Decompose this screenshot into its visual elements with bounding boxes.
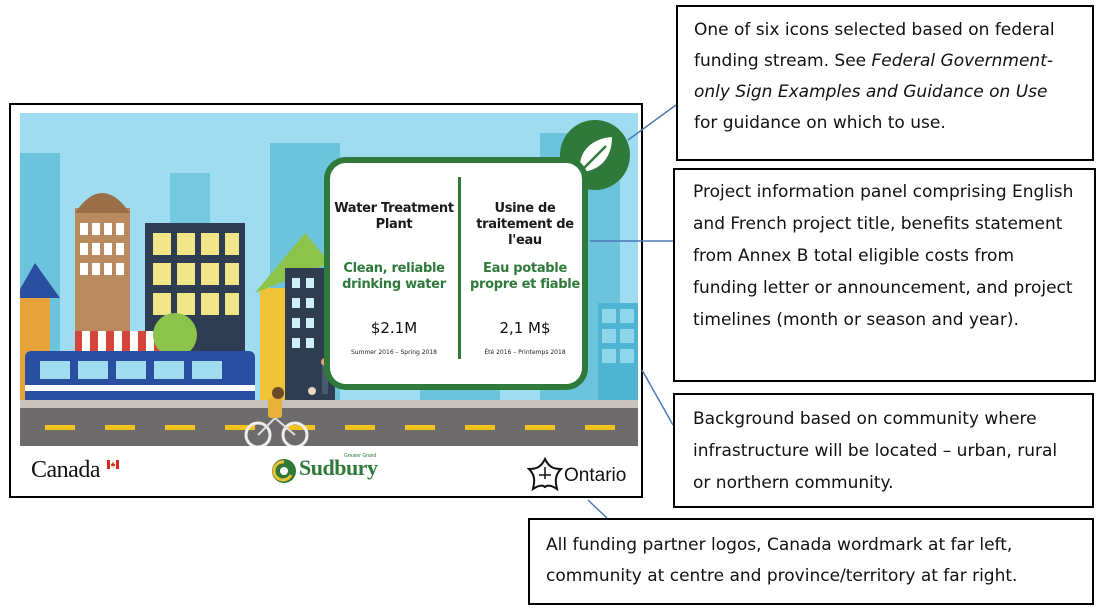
sign-mockup: Water Treatment Plant Clean, reliable dr… — [9, 103, 643, 498]
canada-wordmark: Canada — [31, 457, 100, 483]
english-benefit-statement: Clean, reliable drinking water — [342, 261, 446, 292]
english-cost: $2.1M — [370, 319, 418, 337]
callout-panel: Project information panel comprising Eng… — [673, 168, 1096, 382]
callout-icon-text-start: One of six icons selected based on feder… — [694, 20, 1055, 71]
callout-icon-italic-reference: Federal Government-only Sign Examples an… — [694, 51, 1053, 102]
callout-background: Background based on community where infr… — [673, 393, 1094, 508]
french-column: Usine de traitement de l'eau Eau potable… — [461, 163, 589, 356]
panel-divider — [458, 177, 461, 359]
french-cost: 2,1 M$ — [499, 319, 551, 337]
english-column: Water Treatment Plant Clean, reliable dr… — [330, 163, 458, 356]
french-benefit-statement: Eau potable propre et fiable — [470, 261, 580, 292]
canada-flag-icon — [107, 460, 119, 469]
sudbury-logo-small-text: Greater Grand — [344, 453, 377, 459]
sudbury-swirl-icon — [272, 459, 296, 483]
callout-icon: One of six icons selected based on feder… — [676, 5, 1094, 161]
french-project-title: Usine de traitement de l'eau — [476, 201, 574, 248]
partner-logos-bar: Canada Sudbury Greater Grand Ontario — [11, 447, 641, 497]
trillium-icon — [527, 457, 563, 491]
english-project-title: Water Treatment Plant — [334, 201, 454, 232]
callout-logos: All funding partner logos, Canada wordma… — [528, 518, 1094, 605]
callout-icon-text-end: for guidance on which to use. — [694, 113, 946, 133]
english-timeline: Summer 2016 – Spring 2018 — [351, 349, 437, 356]
french-timeline: Été 2016 – Printemps 2018 — [484, 349, 566, 356]
sudbury-logo-text: Sudbury — [299, 455, 378, 480]
ontario-wordmark: Ontario — [564, 465, 627, 486]
project-information-panel: Water Treatment Plant Clean, reliable dr… — [324, 157, 588, 390]
